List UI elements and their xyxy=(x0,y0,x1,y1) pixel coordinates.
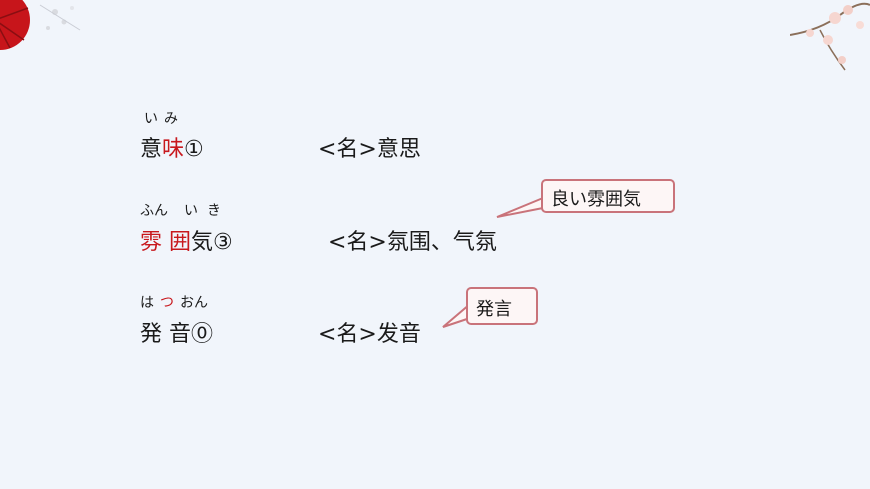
vocab-word: 意味① xyxy=(140,137,204,162)
furigana-i: い xyxy=(184,203,198,219)
furigana-on: おん xyxy=(180,295,208,311)
furigana-ki: き xyxy=(207,203,221,219)
furigana-i: い xyxy=(144,111,158,127)
vocab-meaning: <名>意思 xyxy=(318,137,421,162)
callout-pointer xyxy=(496,197,544,218)
vocab-meaning: <名>发音 xyxy=(318,322,421,347)
vocab-word: 発 音⓪ xyxy=(140,322,213,347)
plum-blossom-icon xyxy=(790,2,870,71)
callout-statement: 発言 xyxy=(466,287,538,325)
red-umbrella-icon xyxy=(0,0,81,50)
vocab-meaning: <名>氛围、气氛 xyxy=(328,230,497,255)
furigana-mi: み xyxy=(164,111,178,127)
callout-good-atmosphere: 良い雰囲気 xyxy=(541,179,675,213)
vocab-word: 雰 囲気③ xyxy=(140,230,233,255)
callout-pointer xyxy=(442,303,471,328)
furigana-tsu: つ xyxy=(160,295,174,311)
furigana-fun: ふん xyxy=(140,203,168,219)
furigana-ha: は xyxy=(140,295,154,311)
